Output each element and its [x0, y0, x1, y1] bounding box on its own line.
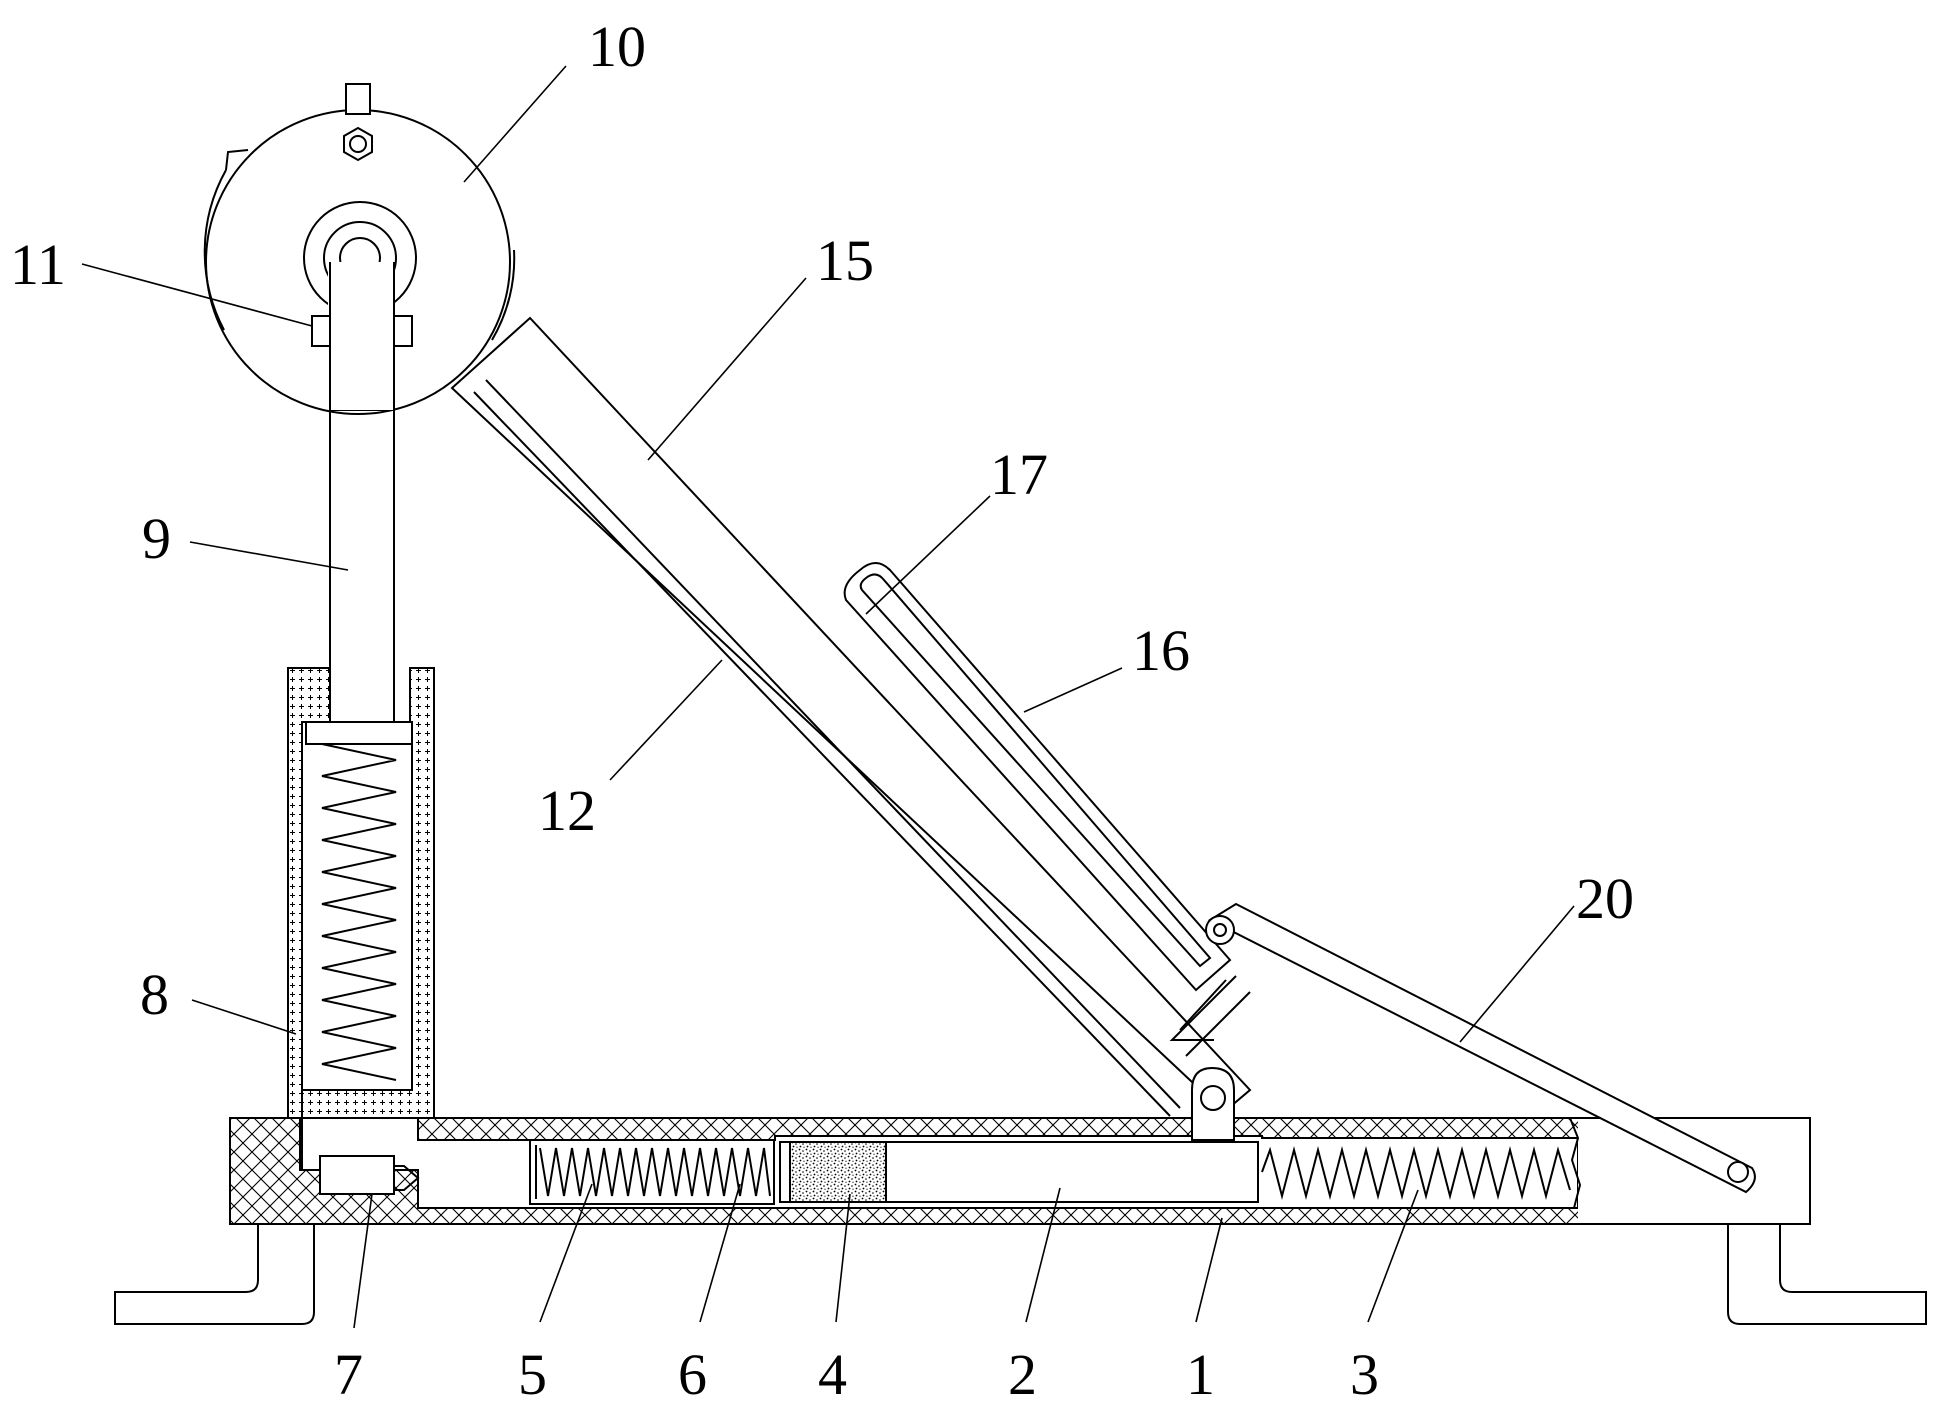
hinge-bracket — [1191, 1066, 1235, 1141]
label-7: 7 — [334, 1342, 363, 1407]
part-labels: 10 11 15 17 9 16 12 20 8 7 5 6 4 2 1 3 — [10, 14, 1634, 1407]
label-20: 20 — [1576, 866, 1634, 931]
label-2: 2 — [1008, 1342, 1037, 1407]
connecting-pipe — [301, 1090, 320, 1171]
label-10: 10 — [588, 14, 646, 79]
label-15: 15 — [816, 228, 874, 293]
label-3: 3 — [1350, 1342, 1379, 1407]
right-foot — [1727, 1224, 1927, 1325]
label-5: 5 — [518, 1342, 547, 1407]
horizontal-spring-left — [529, 1139, 775, 1205]
disc-wheel — [203, 83, 516, 415]
label-11: 11 — [10, 232, 66, 297]
label-12: 12 — [538, 778, 596, 843]
label-8: 8 — [140, 962, 169, 1027]
leader-lines — [81, 65, 1575, 1329]
horizontal-spring-right — [1261, 1146, 1571, 1200]
lever-bar — [1205, 902, 1756, 1194]
label-17: 17 — [990, 442, 1048, 507]
label-16: 16 — [1132, 618, 1190, 683]
label-1: 1 — [1186, 1342, 1215, 1407]
slotted-plate — [843, 562, 1251, 1057]
left-foot — [114, 1224, 315, 1325]
sensor-box — [319, 1155, 420, 1195]
slider-bar — [885, 1141, 1259, 1203]
label-6: 6 — [678, 1342, 707, 1407]
diagonal-arm — [450, 316, 1252, 1117]
label-4: 4 — [818, 1342, 847, 1407]
vertical-spring — [305, 721, 413, 1081]
label-9: 9 — [142, 506, 171, 571]
porous-block — [779, 1141, 887, 1203]
